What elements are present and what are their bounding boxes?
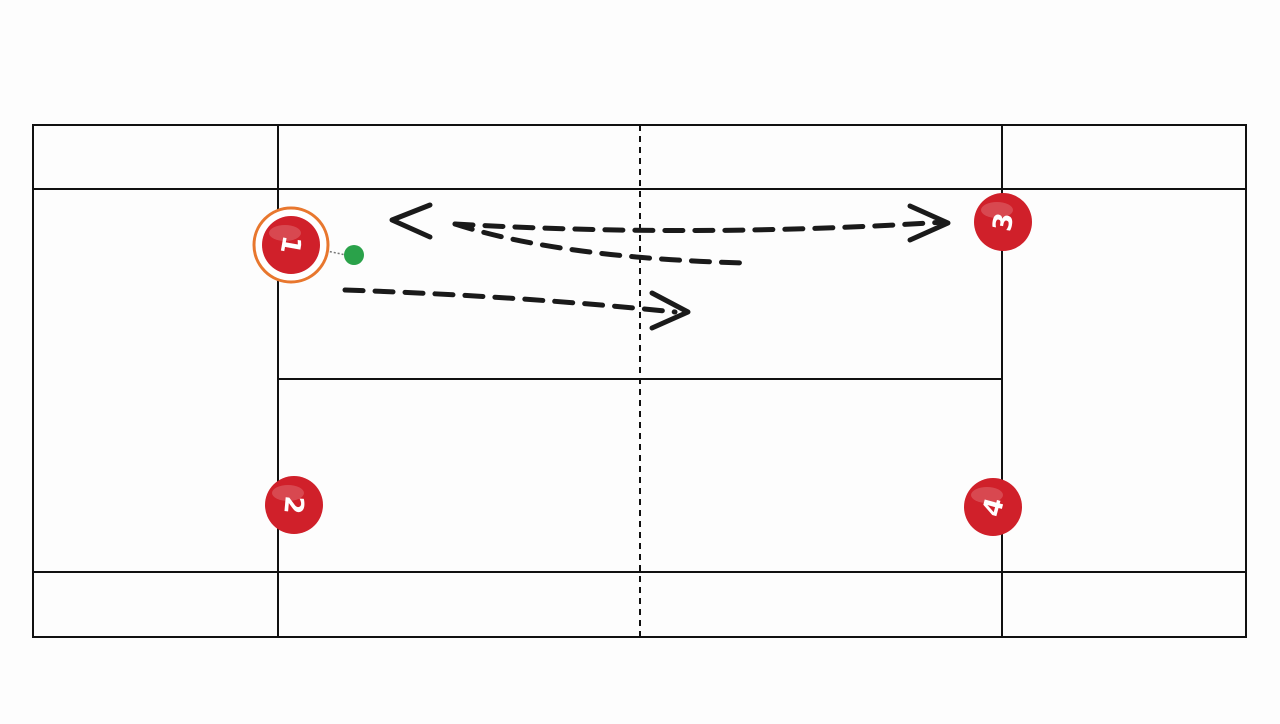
player-3[interactable]: 3: [974, 193, 1032, 251]
arrow-head-icon: [907, 203, 951, 243]
player-token: [964, 478, 1022, 536]
token-shine: [981, 202, 1013, 218]
movement-paths: [342, 219, 948, 315]
player-token: [262, 216, 320, 274]
player-number: 2: [277, 495, 308, 516]
path-long-cross: [452, 219, 948, 234]
arrow-head-icon: [389, 202, 433, 240]
player-token: [974, 193, 1032, 251]
players-layer: 1 2 3 4: [252, 193, 1032, 536]
shuttle-ball-icon: [344, 245, 364, 265]
path-return: [452, 221, 748, 266]
court-lines: [32, 124, 1247, 638]
token-shine: [269, 225, 301, 241]
token-shine: [971, 487, 1003, 503]
player-1[interactable]: 1: [252, 206, 330, 284]
path-short: [342, 287, 678, 315]
arrow-head-icon: [649, 290, 691, 331]
token-shine: [272, 485, 304, 501]
player-number: 3: [988, 211, 1021, 234]
arrow-heads: [389, 202, 951, 331]
player-token: [265, 476, 323, 534]
player-2[interactable]: 2: [265, 476, 323, 534]
player-4[interactable]: 4: [964, 478, 1022, 536]
player-number: 1: [274, 233, 307, 256]
